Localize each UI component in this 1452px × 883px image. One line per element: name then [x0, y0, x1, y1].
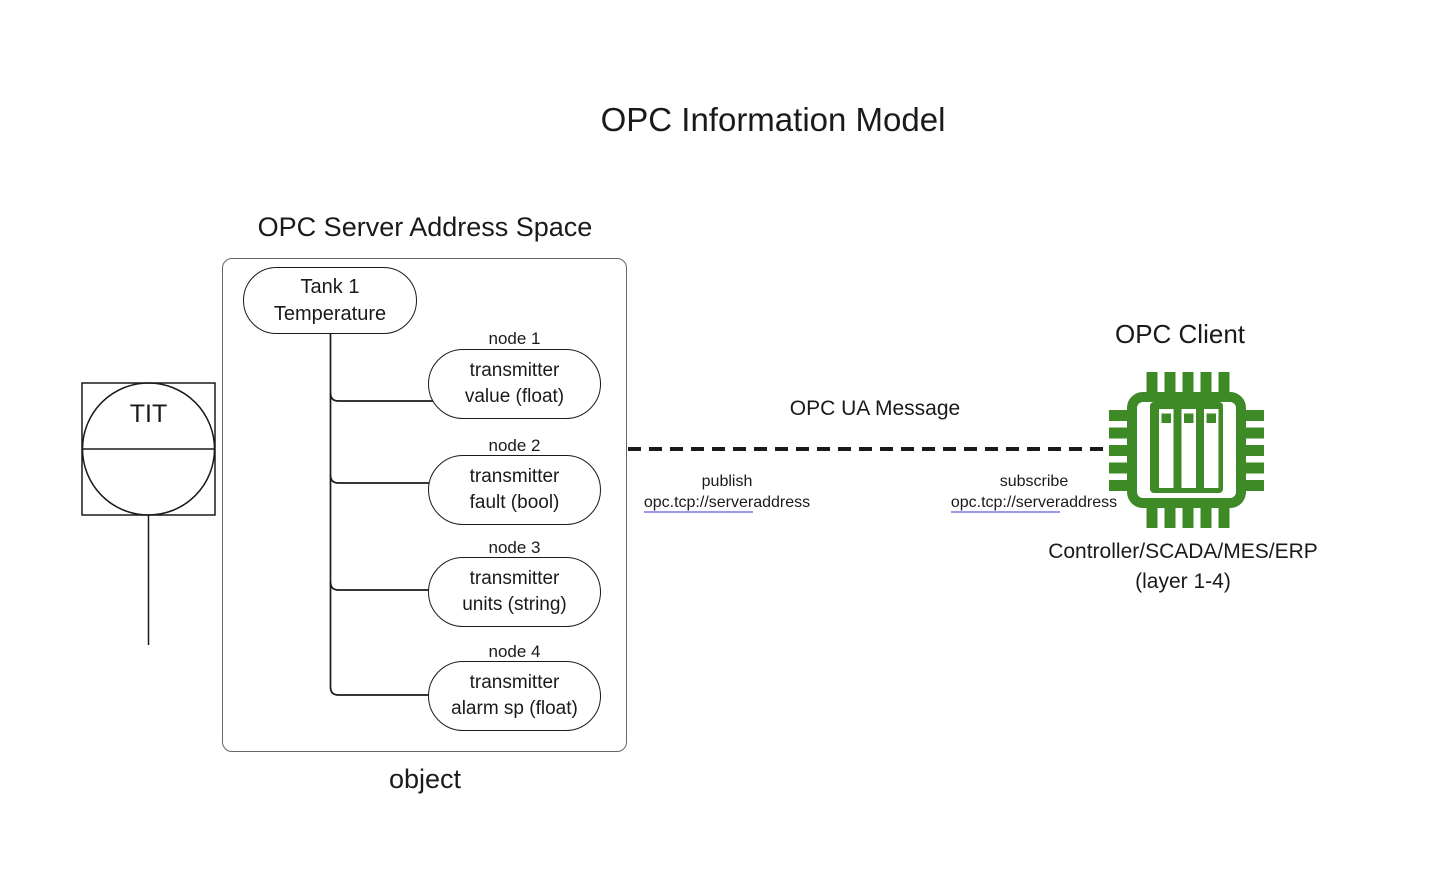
chip-pin	[1218, 504, 1230, 528]
publish-verb: publish	[701, 473, 753, 490]
chip-pin	[1240, 480, 1264, 491]
chip-pin	[1164, 504, 1176, 528]
node-1-line2: value (float)	[464, 386, 565, 407]
subscribe-label: subscribe opc.tcp://serveraddress	[934, 471, 1134, 513]
node-3-line2: units (string)	[462, 594, 567, 615]
publish-url-server-part: opc.tcp://server	[643, 494, 754, 513]
chip-pin	[1109, 427, 1133, 439]
instrument-tag: TIT	[129, 400, 168, 428]
root-node-line1: Tank 1	[300, 275, 360, 298]
tree-branch-3	[329, 581, 436, 591]
subscribe-url-address-part: address	[1060, 494, 1118, 511]
chip-die-dot	[1161, 413, 1171, 423]
chip-pin	[1240, 462, 1264, 474]
tree-branch-1	[329, 392, 436, 402]
chip-pin	[1164, 372, 1176, 396]
node-1-label: node 1	[488, 329, 541, 348]
chip-pin	[1182, 504, 1194, 528]
chip-pin	[1109, 480, 1133, 491]
address-space-box	[222, 258, 627, 752]
root-node-tank1-temperature: Tank 1 Temperature	[243, 267, 417, 334]
opc-client-heading: OPC Client	[1114, 319, 1246, 349]
chip-pin	[1146, 372, 1158, 396]
node-1: transmitter value (float)	[428, 349, 601, 419]
subscribe-verb: subscribe	[999, 473, 1069, 490]
subscribe-url-server-part: opc.tcp://server	[950, 494, 1061, 513]
publish-url: opc.tcp://serveraddress	[627, 492, 827, 513]
node-2-line1: transmitter	[469, 466, 560, 487]
chip-pin	[1240, 410, 1264, 421]
chip-icon	[1109, 372, 1264, 528]
chip-pin	[1218, 372, 1230, 396]
node-3-label: node 3	[488, 538, 541, 557]
node-3-line1: transmitter	[469, 568, 560, 589]
node-1-line1: transmitter	[469, 360, 560, 381]
node-4-line1: transmitter	[469, 672, 560, 693]
node-2: transmitter fault (bool)	[428, 455, 601, 525]
node-3: transmitter units (string)	[428, 557, 601, 627]
object-caption: object	[388, 764, 462, 794]
chip-die-slot	[1181, 409, 1196, 488]
opc-ua-message-label: OPC UA Message	[789, 397, 961, 420]
node-2-line2: fault (bool)	[469, 492, 560, 513]
chip-pin	[1240, 427, 1264, 439]
chip-die	[1150, 402, 1223, 493]
subscribe-url: opc.tcp://serveraddress	[934, 492, 1134, 513]
node-4-label: node 4	[488, 642, 541, 661]
chip-pin	[1146, 504, 1158, 528]
tree-connector-lines	[329, 334, 436, 696]
chip-pin	[1240, 445, 1264, 456]
chip-pin	[1200, 504, 1212, 528]
node-4-line2: alarm sp (float)	[451, 698, 578, 719]
publish-url-address-part: address	[753, 494, 811, 511]
server-address-space-heading: OPC Server Address Space	[257, 212, 593, 242]
chip-pins	[1109, 372, 1264, 528]
chip-die-slot	[1204, 409, 1219, 488]
chip-die-slot	[1159, 409, 1174, 488]
client-caption-line1: Controller/SCADA/MES/ERP	[1048, 540, 1318, 563]
client-caption-line2: (layer 1-4)	[1135, 570, 1231, 593]
chip-die-dot	[1184, 413, 1194, 423]
chip-pin	[1182, 372, 1194, 396]
diagram-title: OPC Information Model	[600, 101, 946, 138]
node-2-label: node 2	[488, 436, 541, 455]
chip-pin	[1109, 410, 1133, 421]
chip-die-dot	[1206, 413, 1216, 423]
publish-label: publish opc.tcp://serveraddress	[627, 471, 827, 513]
chip-pin	[1109, 462, 1133, 474]
root-node-line2: Temperature	[273, 302, 387, 325]
node-4: transmitter alarm sp (float)	[428, 661, 601, 731]
chip-pin	[1109, 445, 1133, 456]
chip-pin	[1200, 372, 1212, 396]
tree-trunk-and-branch-4	[329, 334, 436, 696]
client-caption: Controller/SCADA/MES/ERP (layer 1-4)	[1028, 537, 1338, 597]
tree-branch-2	[329, 474, 436, 484]
instrument-symbol	[81, 382, 216, 645]
